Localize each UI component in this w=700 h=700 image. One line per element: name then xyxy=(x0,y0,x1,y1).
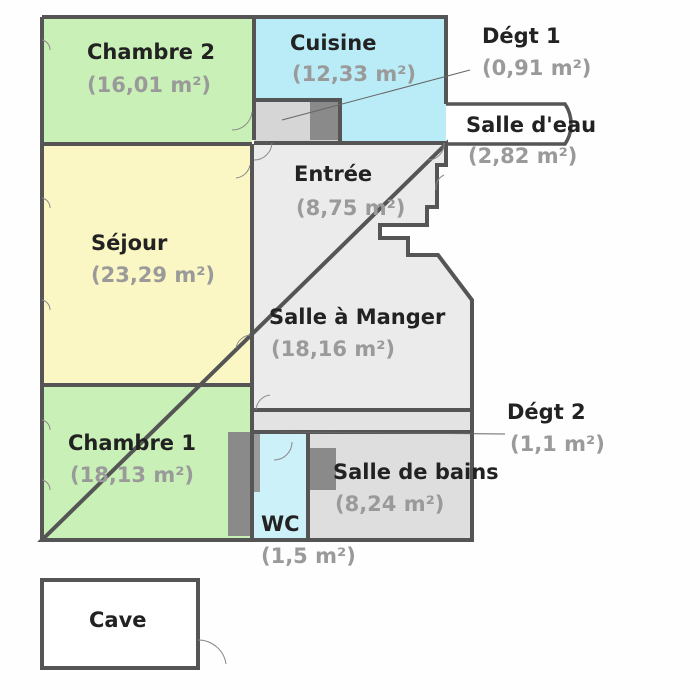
room-degt2[interactable] xyxy=(254,410,472,432)
room-salle-eau[interactable] xyxy=(446,104,572,144)
room-area-chambre2: (16,01 m²) xyxy=(87,73,212,97)
room-name-degt1: Dégt 1 xyxy=(482,24,561,48)
walls xyxy=(37,15,573,670)
cabinet-salle-bains xyxy=(310,448,336,490)
room-cave[interactable] xyxy=(42,580,198,668)
doors xyxy=(41,39,445,665)
room-name-cave: Cave xyxy=(89,608,147,632)
room-name-wc: WC xyxy=(261,512,300,536)
room-area-sejour: (23,29 m²) xyxy=(91,263,216,287)
room-area-degt2: (1,1 m²) xyxy=(510,432,605,456)
room-name-chambre2: Chambre 2 xyxy=(87,40,215,64)
room-chambre1[interactable] xyxy=(42,386,252,538)
cabinet-degt1 xyxy=(310,102,338,140)
room-sejour[interactable] xyxy=(42,145,252,385)
room-name-entree: Entrée xyxy=(294,162,373,186)
room-chambre2[interactable] xyxy=(42,17,252,143)
room-name-salle-manger: Salle à Manger xyxy=(269,305,446,329)
room-name-sejour: Séjour xyxy=(91,231,168,255)
room-area-degt1: (0,91 m²) xyxy=(482,56,592,80)
leader-lines xyxy=(279,69,506,435)
room-area-salle-bains: (8,24 m²) xyxy=(335,492,445,516)
room-area-entree: (8,75 m²) xyxy=(296,196,406,220)
room-name-salle-eau: Salle d'eau xyxy=(466,113,597,137)
room-wc[interactable] xyxy=(254,432,308,538)
cabinet-wc xyxy=(254,432,260,492)
room-entree-salle-manger[interactable] xyxy=(254,143,472,410)
room-cuisine[interactable] xyxy=(254,17,446,100)
cabinet-chambre1 xyxy=(228,432,250,536)
room-name-salle-bains: Salle de bains xyxy=(333,460,499,484)
room-area-salle-manger: (18,16 m²) xyxy=(271,337,396,361)
room-area-cuisine: (12,33 m²) xyxy=(292,62,417,86)
room-name-chambre1: Chambre 1 xyxy=(68,431,196,455)
room-area-wc: (1,5 m²) xyxy=(261,544,356,568)
room-cuisine-lower xyxy=(340,100,446,142)
room-name-cuisine: Cuisine xyxy=(290,31,377,55)
room-name-degt2: Dégt 2 xyxy=(507,400,586,424)
room-area-chambre1: (18,13 m²) xyxy=(70,463,195,487)
room-area-salle-eau: (2,82 m²) xyxy=(468,144,578,168)
